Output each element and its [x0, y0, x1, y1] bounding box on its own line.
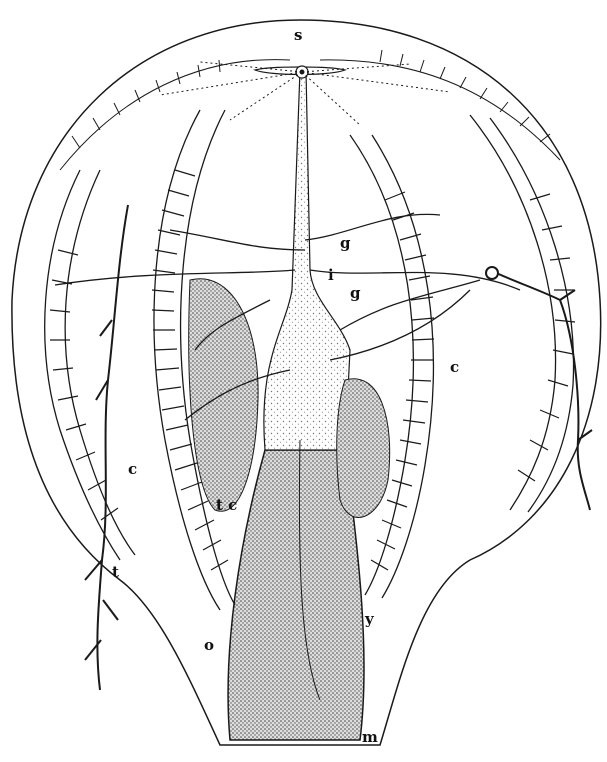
funnel-canal [264, 70, 350, 450]
gonad-right [337, 379, 390, 518]
label-o: o [204, 638, 214, 653]
label-m: m [362, 730, 378, 745]
label-tc: t c [216, 498, 237, 513]
tentacle-right [486, 267, 592, 510]
label-t: t [112, 565, 119, 580]
label-g-lower: g [350, 286, 361, 301]
label-y: y [365, 612, 374, 627]
label-g-upper: g [340, 236, 351, 251]
label-c-right: c [450, 360, 459, 375]
label-s: s [294, 28, 302, 43]
label-c-left: c [128, 462, 137, 477]
gonad-left [189, 279, 258, 512]
label-i: i [328, 268, 334, 283]
